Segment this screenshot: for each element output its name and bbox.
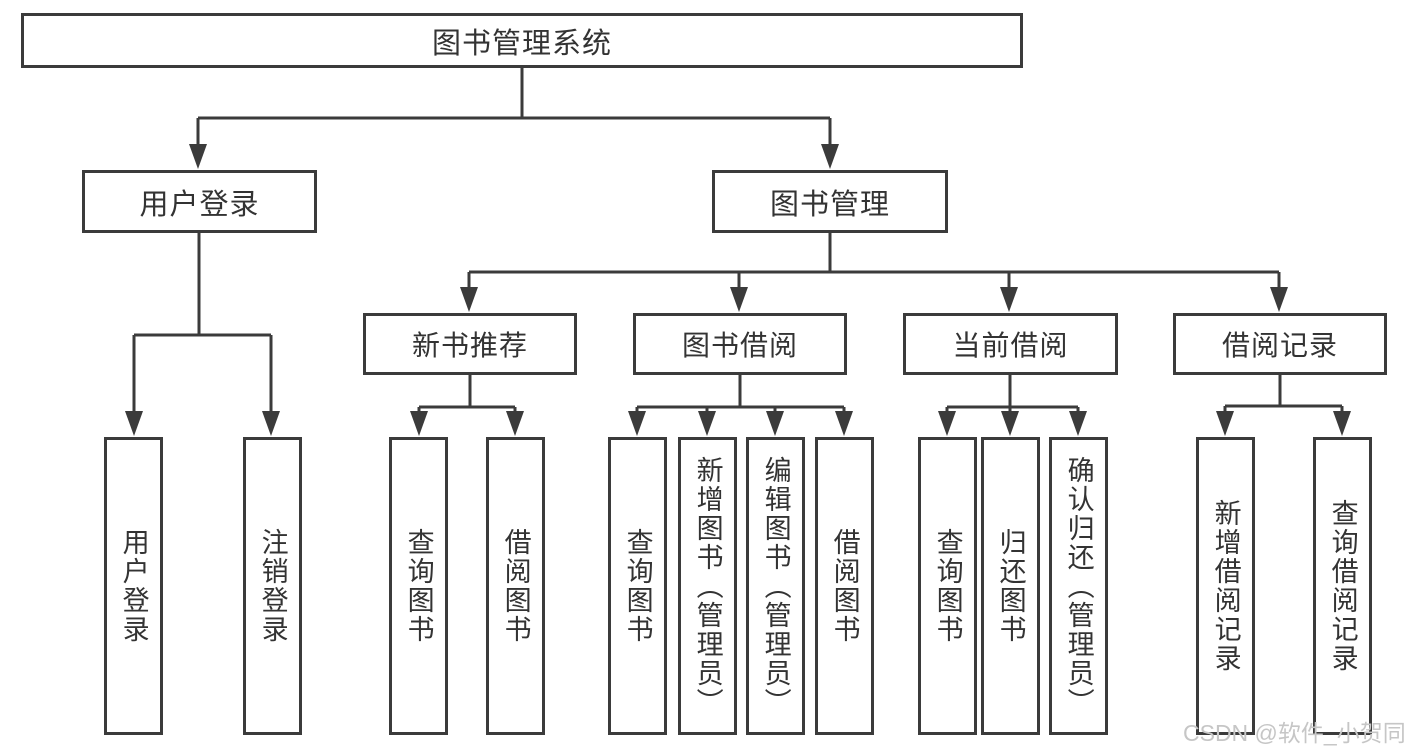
edge-book-mgmt-to-level2 [460,233,1288,312]
edge-new-book-rec-to-leaves [410,375,524,436]
csdn-watermark: CSDN @软件_小贺同学 [1183,720,1405,746]
leaf-edit-books-admin: 编辑图书（管理员） [746,437,805,735]
leaf-add-books-admin: 新增图书（管理员） [678,437,737,735]
leaf-query-books-3: 查询图书 [918,437,977,735]
node-new-book-recommend: 新书推荐 [363,313,577,375]
node-book-management: 图书管理 [712,170,948,233]
leaf-return-books: 归还图书 [981,437,1040,735]
edge-book-borrow-to-leaves [628,375,853,436]
leaf-logout: 注销登录 [243,437,302,735]
leaf-query-borrow-record: 查询借阅记录 [1313,437,1372,735]
edge-user-login-to-leaves [125,233,280,436]
node-book-borrowing: 图书借阅 [633,313,847,375]
edge-root-to-level1 [189,68,839,169]
leaf-add-borrow-record: 新增借阅记录 [1196,437,1255,735]
edge-borrow-records-to-leaves [1216,375,1351,436]
leaf-confirm-return-admin: 确认归还（管理员） [1049,437,1108,735]
leaf-borrow-books-2: 借阅图书 [815,437,874,735]
node-current-borrowing: 当前借阅 [903,313,1118,375]
edge-current-borrow-to-leaves [938,375,1087,436]
leaf-borrow-books-1: 借阅图书 [486,437,545,735]
leaf-query-books-1: 查询图书 [389,437,448,735]
leaf-user-login: 用户登录 [104,437,163,735]
leaf-query-books-2: 查询图书 [608,437,667,735]
node-borrowing-records: 借阅记录 [1173,313,1387,375]
node-user-login: 用户登录 [82,170,317,233]
node-library-system: 图书管理系统 [21,13,1023,68]
